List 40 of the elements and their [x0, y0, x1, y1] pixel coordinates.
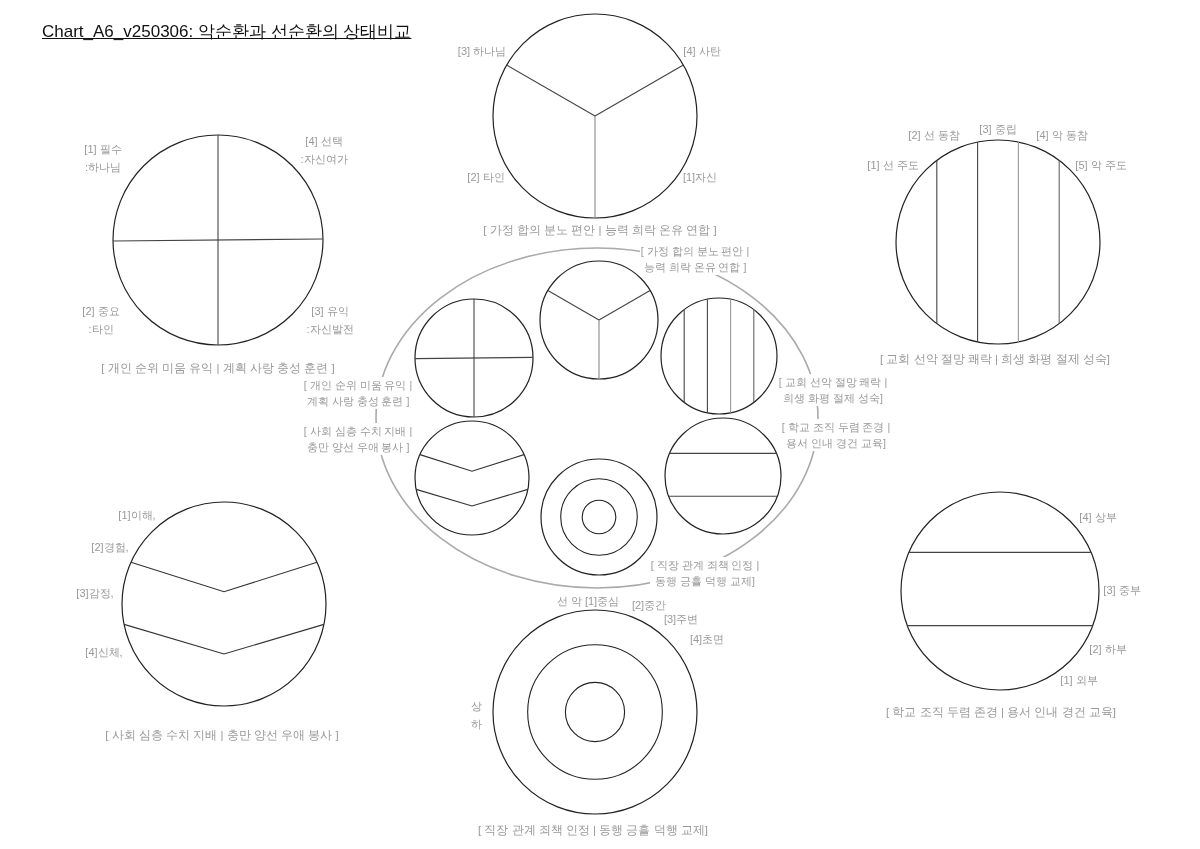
segment-label: [4]초면: [689, 632, 725, 647]
circle-caption: [ 개인 순위 미움 유익 | 계획 사랑 충성 훈련 ]: [303, 377, 413, 409]
segment-label: [4] 사탄: [682, 44, 722, 59]
title: Chart_A6_v250306: 악순환과 선순환의 상태비교: [42, 21, 412, 43]
segment-label: [4] 악 동참: [1035, 128, 1089, 143]
segment-label: [2]중간: [631, 598, 667, 613]
segment-label: [3] 유익 :자신발전: [305, 304, 355, 337]
segment-label: [1] 필수 :하나님: [83, 142, 123, 175]
segment-label: [1]이해,: [117, 508, 157, 523]
circle-caption: [ 교회 선악 절망 쾌락 | 희생 화평 절제 성숙]: [778, 374, 888, 406]
circle-caption: [ 학교 조직 두렴 존경 | 용서 인내 경건 교육]: [781, 419, 891, 451]
circle-caption: [ 가정 합의 분노 편안 | 능력 희락 온유 연합 ]: [482, 223, 718, 238]
circle-caption: [ 학교 조직 두렴 존경 | 용서 인내 경건 교육]: [885, 705, 1117, 720]
segment-label: [3]감정,: [75, 586, 115, 601]
circle-caption: [ 직장 관계 죄책 인정 | 동행 긍휼 덕행 교제]: [477, 823, 709, 838]
circle-caption: [ 직장 관계 죄책 인정 | 동행 긍휼 덕행 교제]: [650, 557, 760, 589]
segment-label: 선 악 [1]중심: [556, 594, 620, 609]
segment-label: 상: [470, 699, 482, 714]
segment-label: [4] 상부: [1078, 510, 1118, 525]
segment-label: [3] 중립: [978, 122, 1018, 137]
segment-label: [5] 악 주도: [1074, 158, 1128, 173]
segment-label: [3] 하나님: [457, 44, 507, 59]
segment-label: [2]경험,: [90, 540, 130, 555]
circle-caption: [ 사회 심층 수치 지배 | 충만 양선 우애 봉사 ]: [303, 423, 413, 455]
circle-caption: [ 개인 순위 미움 유익 | 계획 사랑 충성 훈련 ]: [100, 361, 336, 376]
segment-label: [4] 선택 :자신여가: [299, 134, 349, 167]
segment-label: [2] 중요 :타인: [81, 304, 121, 337]
circle-caption: [ 교회 선악 절망 쾌락 | 희생 화평 절제 성숙]: [879, 352, 1111, 367]
segment-label: [2] 타인: [466, 170, 506, 185]
segment-label: [4]신체,: [84, 645, 124, 660]
circle-caption: [ 가정 합의 분노 편안 | 능력 희락 온유 연합 ]: [640, 243, 750, 275]
segment-label: [3]주변: [663, 612, 699, 627]
segment-label: 하: [470, 717, 482, 732]
circle-caption: [ 사회 심층 수치 지배 | 충만 양선 우애 봉사 ]: [104, 728, 340, 743]
segment-label: [2] 하부: [1088, 642, 1128, 657]
segment-label: [1]자신: [682, 170, 718, 185]
segment-label: [1] 외부: [1059, 673, 1099, 688]
segment-label: [2] 선 동참: [907, 128, 961, 143]
segment-label: [3] 중부: [1102, 583, 1142, 598]
segment-label: [1] 선 주도: [866, 158, 920, 173]
